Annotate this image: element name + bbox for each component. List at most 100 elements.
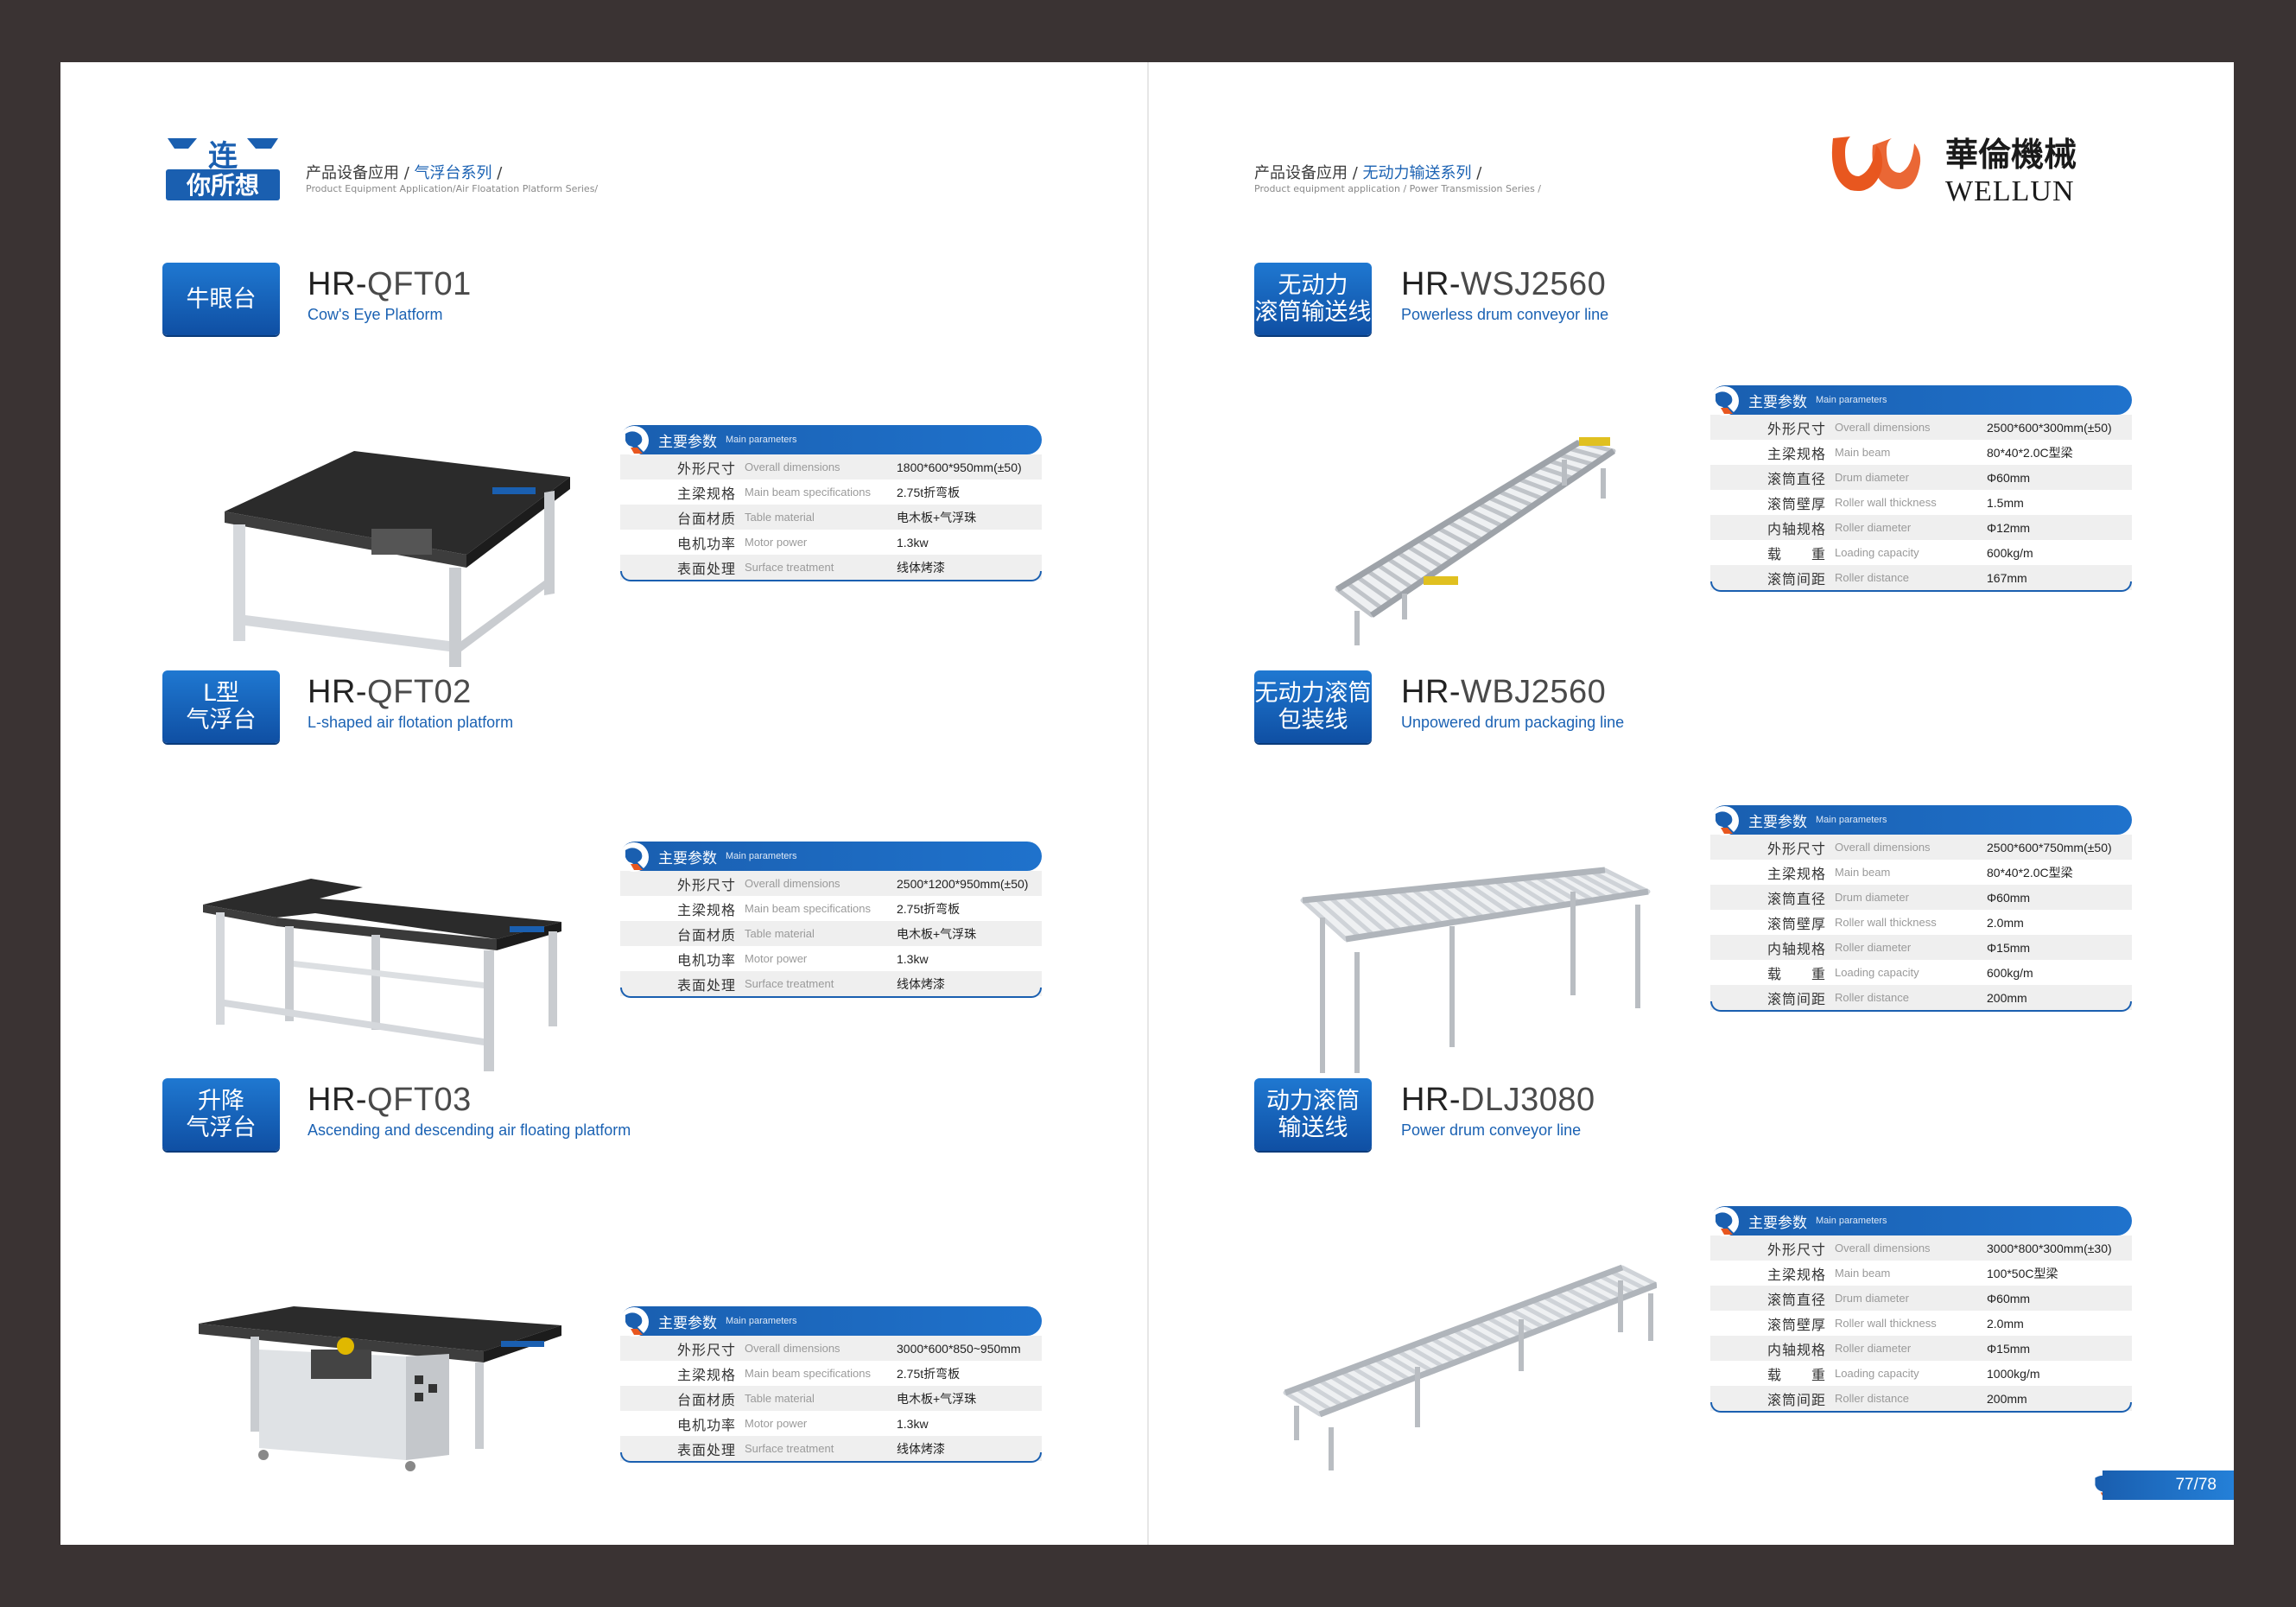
left-page: 连 你所想 产品设备应用 / 气浮台系列 / Product Equipment… <box>60 62 1147 1545</box>
brand-mark-icon <box>1709 386 1739 416</box>
product-model: HR-DLJ3080 <box>1401 1082 1595 1118</box>
params-title: 主要参数 <box>658 849 717 867</box>
svg-text:WELLUN: WELLUN <box>1945 175 2075 207</box>
l-shaped-platform-image <box>203 879 561 1071</box>
conveyor-leg <box>1648 1293 1653 1341</box>
lian-ni-suo-xiang-logo: 连 你所想 <box>166 138 280 200</box>
params-title-en: Main parameters <box>726 851 797 861</box>
product-badge: L型 气浮台 <box>162 670 280 743</box>
product-name-en: L-shaped air flotation platform <box>308 714 514 731</box>
conveyor-leg <box>1562 460 1567 486</box>
unpowered-packaging-line-image <box>1300 867 1651 1073</box>
brand-mark-icon <box>619 842 649 872</box>
params-title-en: Main parameters <box>1816 395 1887 405</box>
page-number: 77/78 <box>2103 1470 2234 1500</box>
product-name-en: Power drum conveyor line <box>1401 1121 1582 1139</box>
conveyor-leg <box>1402 594 1407 619</box>
breadcrumb-suffix: / <box>1471 164 1482 182</box>
wellun-logo: 華倫機械 WELLUN <box>1831 136 2077 207</box>
product-name-en: Ascending and descending air floating pl… <box>308 1121 631 1139</box>
brand-mark-icon <box>619 426 649 455</box>
params-title: 主要参数 <box>658 1314 717 1332</box>
params-title: 主要参数 <box>658 433 717 451</box>
conveyor-leg <box>1329 1427 1334 1470</box>
cows-eye-platform-image <box>225 451 570 667</box>
breadcrumb: 产品设备应用 / 气浮台系列 / <box>306 161 502 183</box>
product-name-en: Cow's Eye Platform <box>308 306 443 323</box>
breadcrumb-suffix: / <box>492 164 503 182</box>
conveyor-leg <box>1449 926 1455 1047</box>
conveyor-leg <box>1415 1367 1420 1427</box>
params-header: 主要参数 Main parameters <box>619 842 1042 872</box>
page-spine <box>1147 62 1149 1545</box>
product-name-en: Powerless drum conveyor line <box>1401 306 1609 323</box>
conveyor-leg <box>1354 952 1360 1073</box>
conveyor-leg <box>1618 1280 1623 1332</box>
brand-mark-icon <box>619 1307 649 1337</box>
breadcrumb-en: Product Equipment Application/Air Floata… <box>306 183 599 194</box>
breadcrumb-en: Product equipment application / Power Tr… <box>1254 183 1542 194</box>
breadcrumb: 产品设备应用 / 无动力输送系列 / <box>1254 161 1481 183</box>
conveyor-leg <box>1635 905 1640 1008</box>
powerless-drum-conveyor-image <box>1335 437 1616 645</box>
params-title-en: Main parameters <box>1816 815 1887 825</box>
breadcrumb-prefix: 产品设备应用 / <box>1254 164 1363 182</box>
product-model: HR-QFT01 <box>308 266 472 302</box>
params-title-en: Main parameters <box>1816 1216 1887 1226</box>
product-model: HR-WBJ2560 <box>1401 674 1607 710</box>
product-badge: 动力滚筒 输送线 <box>1254 1078 1372 1151</box>
product-badge: 牛眼台 <box>162 263 280 335</box>
breadcrumb-current: 无动力输送系列 <box>1362 164 1472 182</box>
product-name-en: Unpowered drum packaging line <box>1401 714 1625 731</box>
params-title: 主要参数 <box>1748 393 1807 411</box>
brand-mark-icon <box>1709 1207 1739 1236</box>
product-model: HR-QFT02 <box>308 674 472 710</box>
params-title-en: Main parameters <box>726 435 797 445</box>
svg-text:连: 连 <box>208 139 238 174</box>
conveyor-leg <box>1601 468 1606 499</box>
right-page: 产品设备应用 / 无动力输送系列 / Product equipment app… <box>1147 62 2234 1545</box>
svg-text:華倫機械: 華倫機械 <box>1945 136 2077 174</box>
conveyor-leg <box>1294 1406 1299 1440</box>
params-title: 主要参数 <box>1748 1214 1807 1232</box>
